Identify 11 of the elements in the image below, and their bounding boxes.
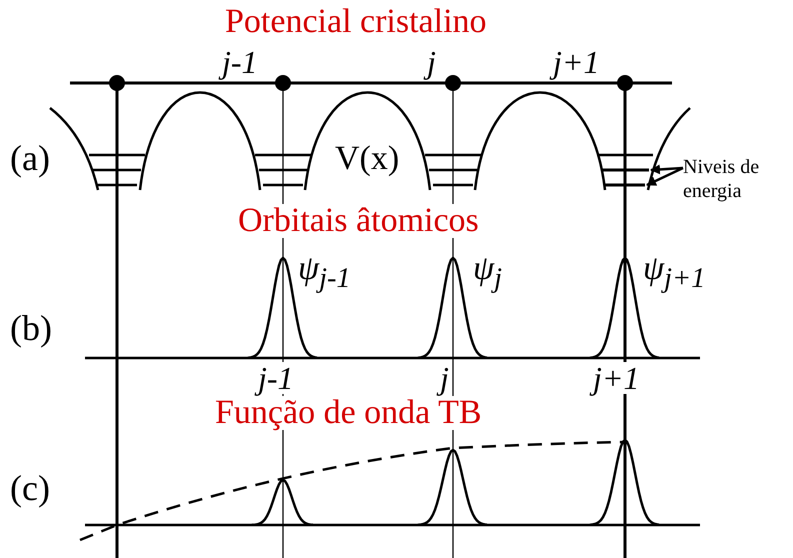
energy-level-line (601, 168, 649, 172)
panel-label: (c) (10, 470, 50, 506)
panel-label: (a) (10, 140, 50, 176)
arrow (650, 164, 684, 174)
section-heading: Função de onda TB (215, 396, 482, 430)
energy-level-line (605, 184, 645, 186)
potential-label: V(x) (335, 142, 400, 176)
panel-label: (b) (10, 310, 52, 346)
section-heading: Orbitais âtomicos (238, 204, 479, 238)
arrow (646, 166, 684, 186)
annotation-text: Niveis de energia (683, 155, 778, 203)
